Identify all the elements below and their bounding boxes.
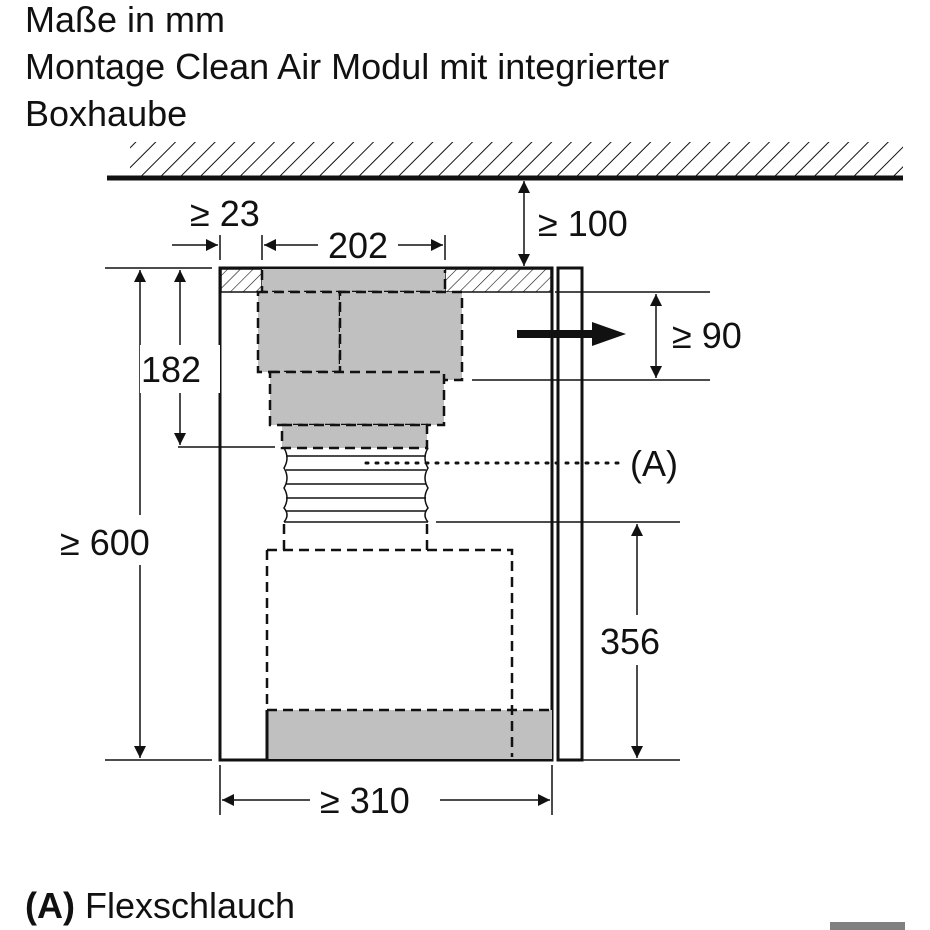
cabinet xyxy=(218,266,584,762)
outlet-gap-label: ≥ 90 xyxy=(672,315,742,356)
ceiling xyxy=(107,142,903,181)
side-gap-label: ≥ 23 xyxy=(190,193,260,234)
title-units: Maße in mm xyxy=(25,0,225,40)
legend-marker: (A) xyxy=(25,885,75,926)
cabinet-width-label: ≥ 310 xyxy=(320,780,410,821)
title-main-cont: Boxhaube xyxy=(25,93,187,134)
title-main: Montage Clean Air Modul mit integrierter xyxy=(25,46,669,87)
cabinet-height-label: ≥ 600 xyxy=(60,522,150,563)
module-height-label: 182 xyxy=(141,349,201,390)
clean-air-module xyxy=(256,269,464,450)
flex-hose xyxy=(282,447,429,550)
module-width-label: 202 xyxy=(328,225,388,266)
corner-bar xyxy=(830,922,905,930)
legend: (A) Flexschlauch xyxy=(25,885,295,926)
legend-text: Flexschlauch xyxy=(75,885,295,926)
hood-height-label: 356 xyxy=(600,621,660,662)
airflow-arrow-icon xyxy=(517,322,626,346)
ceiling-gap-label: ≥ 100 xyxy=(538,203,628,244)
cabinet-side-panel xyxy=(556,266,584,762)
box-hood xyxy=(265,548,552,760)
callout-marker: (A) xyxy=(630,443,678,484)
